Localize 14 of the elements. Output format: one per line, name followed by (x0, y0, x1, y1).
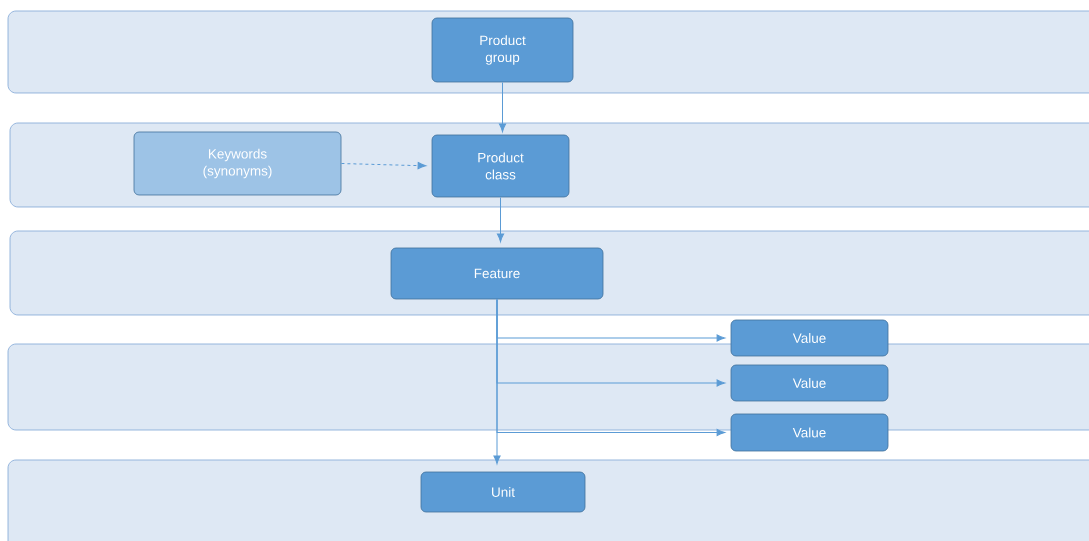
process-box: Value (730, 319, 889, 357)
arrow (498, 81, 507, 133)
process-box: Value (730, 364, 889, 402)
process-box: Value (730, 413, 889, 452)
arrow (493, 298, 501, 465)
arrow (496, 196, 505, 243)
process-box: Product class (431, 134, 570, 198)
process-box: Product group (431, 17, 574, 83)
band (7, 459, 1089, 541)
process-box: Feature (390, 247, 604, 300)
arrow (340, 162, 427, 170)
process-box: Keywords (synonyms) (133, 131, 342, 196)
process-box: Unit (420, 471, 586, 513)
band (7, 10, 1089, 94)
